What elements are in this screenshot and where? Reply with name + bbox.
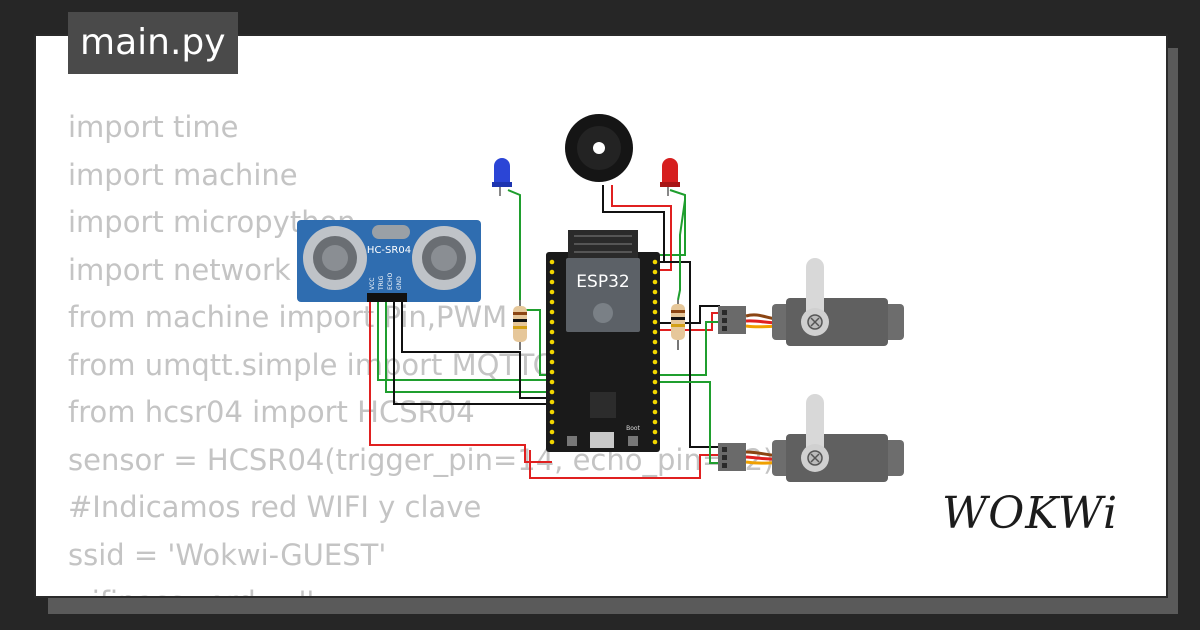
wire (377, 302, 552, 381)
ultrasonic-sensor: HC-SR04 VCC TRIG ECHO GND (297, 220, 481, 302)
file-tab[interactable]: main.py (68, 12, 238, 74)
esp32-board: ESP32 Boot (546, 230, 660, 452)
wire (655, 261, 720, 448)
wire (507, 189, 552, 376)
servo-motor (718, 258, 904, 346)
wire (393, 302, 552, 405)
boot-label: Boot (626, 425, 640, 432)
wire (677, 199, 686, 301)
pin-label: ECHO (387, 273, 394, 290)
wire (655, 305, 720, 324)
sensor-label: HC-SR04 (367, 245, 411, 256)
code-line: import machine (68, 157, 298, 192)
pin-label: VCC (369, 278, 376, 290)
resistor (671, 300, 685, 350)
resistor (513, 300, 527, 350)
led-blue (492, 158, 512, 196)
wire (401, 302, 552, 399)
esp32-label: ESP32 (576, 272, 629, 292)
code-line: import time (68, 110, 239, 144)
pin-header (549, 259, 658, 445)
pin-label: GND (396, 276, 403, 290)
code-line: wifipassword = '' (68, 579, 774, 596)
wire (655, 321, 720, 376)
wokwi-logo[interactable]: WOKWi (942, 488, 1119, 539)
code-line: import network (68, 252, 291, 287)
code-line: from machine import Pin,PWM (68, 300, 508, 334)
buzzer (565, 114, 633, 182)
wire (611, 185, 672, 271)
wire (385, 302, 552, 393)
code-line: from hcsr04 import HCSR04 (68, 395, 475, 429)
wire (369, 302, 552, 463)
led-red (660, 158, 680, 196)
servo-motor (718, 394, 904, 482)
pin-label: TRIG (378, 275, 385, 291)
code-line: ssid = 'Wokwi-GUEST' (68, 537, 387, 572)
code-line: #Indicamos red WIFI y clave (68, 490, 482, 524)
wire (660, 189, 686, 256)
wire (655, 381, 720, 464)
wire (529, 450, 720, 479)
